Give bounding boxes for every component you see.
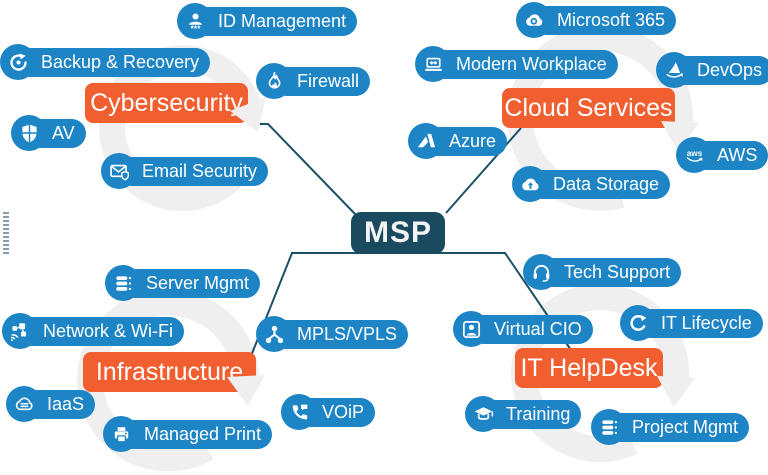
pill-tech-support: Tech Support <box>523 254 682 290</box>
pill-microsoft-365: Microsoft 365 <box>516 2 677 38</box>
pill-label: Virtual CIO <box>469 314 593 344</box>
training-icon <box>465 396 501 432</box>
email-security-icon <box>101 153 137 189</box>
pill-email-security: Email Security <box>101 153 269 189</box>
managed-print-icon <box>103 416 139 452</box>
svg-text:aws: aws <box>686 148 702 157</box>
it-lifecycle-icon <box>620 305 656 341</box>
category-infrastructure: Infrastructure <box>83 352 256 392</box>
category-cloud-services: Cloud Services <box>502 88 675 128</box>
category-cybersecurity: Cybersecurity <box>85 83 248 123</box>
connector-cloud-services <box>445 127 522 214</box>
data-storage-icon <box>512 166 548 202</box>
mpls-vpls-icon <box>256 316 292 352</box>
pill-network-wifi: Network & Wi-Fi <box>2 313 184 349</box>
pill-label: Microsoft 365 <box>532 5 677 35</box>
cycle-arrowhead-cybersecurity <box>230 97 266 132</box>
left-edge-watermark <box>3 212 9 256</box>
pill-label: Data Storage <box>528 169 671 199</box>
pill-virtual-cio: Virtual CIO <box>453 311 593 347</box>
cycle-arrowhead-cloud-services <box>661 121 699 152</box>
pill-it-lifecycle: IT Lifecycle <box>620 305 763 341</box>
pill-label: MPLS/VPLS <box>272 319 409 349</box>
pill-label: ID Management <box>193 6 358 36</box>
aws-icon: aws <box>676 137 712 173</box>
pill-label: Backup & Recovery <box>16 47 211 77</box>
pill-label: Managed Print <box>119 419 273 449</box>
pill-label: Server Mgmt <box>121 268 261 298</box>
pill-label: Email Security <box>117 156 269 186</box>
azure-icon <box>408 123 444 159</box>
pill-azure: Azure <box>408 123 508 159</box>
modern-workplace-icon <box>415 46 451 82</box>
cycle-arrowhead-infrastructure <box>227 375 265 406</box>
iaas-icon <box>6 386 42 422</box>
msp-center-node: MSP <box>351 212 445 254</box>
pill-label: Network & Wi-Fi <box>18 316 184 346</box>
antivirus-icon <box>11 115 47 151</box>
network-wifi-icon <box>2 313 38 349</box>
cycle-arrowhead-it-helpdesk <box>657 376 695 407</box>
pill-backup-recovery: Backup & Recovery <box>0 44 211 80</box>
pill-label: IT Lifecycle <box>636 308 763 338</box>
pill-project-mgmt: Project Mgmt <box>591 409 750 445</box>
pill-mpls-vpls: MPLS/VPLS <box>256 316 409 352</box>
pill-devops: DevOps <box>656 52 768 88</box>
backup-recovery-icon <box>0 44 36 80</box>
project-mgmt-icon <box>591 409 627 445</box>
pill-id-management: *** ID Management <box>177 3 358 39</box>
pill-label: Tech Support <box>539 257 682 287</box>
pill-server-mgmt: Server Mgmt <box>105 265 261 301</box>
pill-firewall: Firewall <box>256 63 371 99</box>
pill-voip: VOiP <box>281 394 376 430</box>
pill-aws: aws AWS <box>676 137 768 173</box>
firewall-icon <box>256 63 292 99</box>
pill-training: Training <box>465 396 582 432</box>
pill-label: Modern Workplace <box>431 49 618 79</box>
pill-iaas: IaaS <box>6 386 96 422</box>
pill-label: Project Mgmt <box>607 412 750 442</box>
devops-icon <box>656 52 692 88</box>
pill-data-storage: Data Storage <box>512 166 671 202</box>
pill-av: AV <box>11 115 86 151</box>
pill-modern-workplace: Modern Workplace <box>415 46 618 82</box>
microsoft-365-icon <box>516 2 552 38</box>
voip-icon <box>281 394 317 430</box>
pill-managed-print: Managed Print <box>103 416 273 452</box>
id-management-icon: *** <box>177 3 213 39</box>
category-it-helpdesk: IT HelpDesk <box>515 348 663 388</box>
svg-text:***: *** <box>190 23 201 32</box>
tech-support-icon <box>523 254 559 290</box>
virtual-cio-icon <box>453 311 489 347</box>
server-mgmt-icon <box>105 265 141 301</box>
